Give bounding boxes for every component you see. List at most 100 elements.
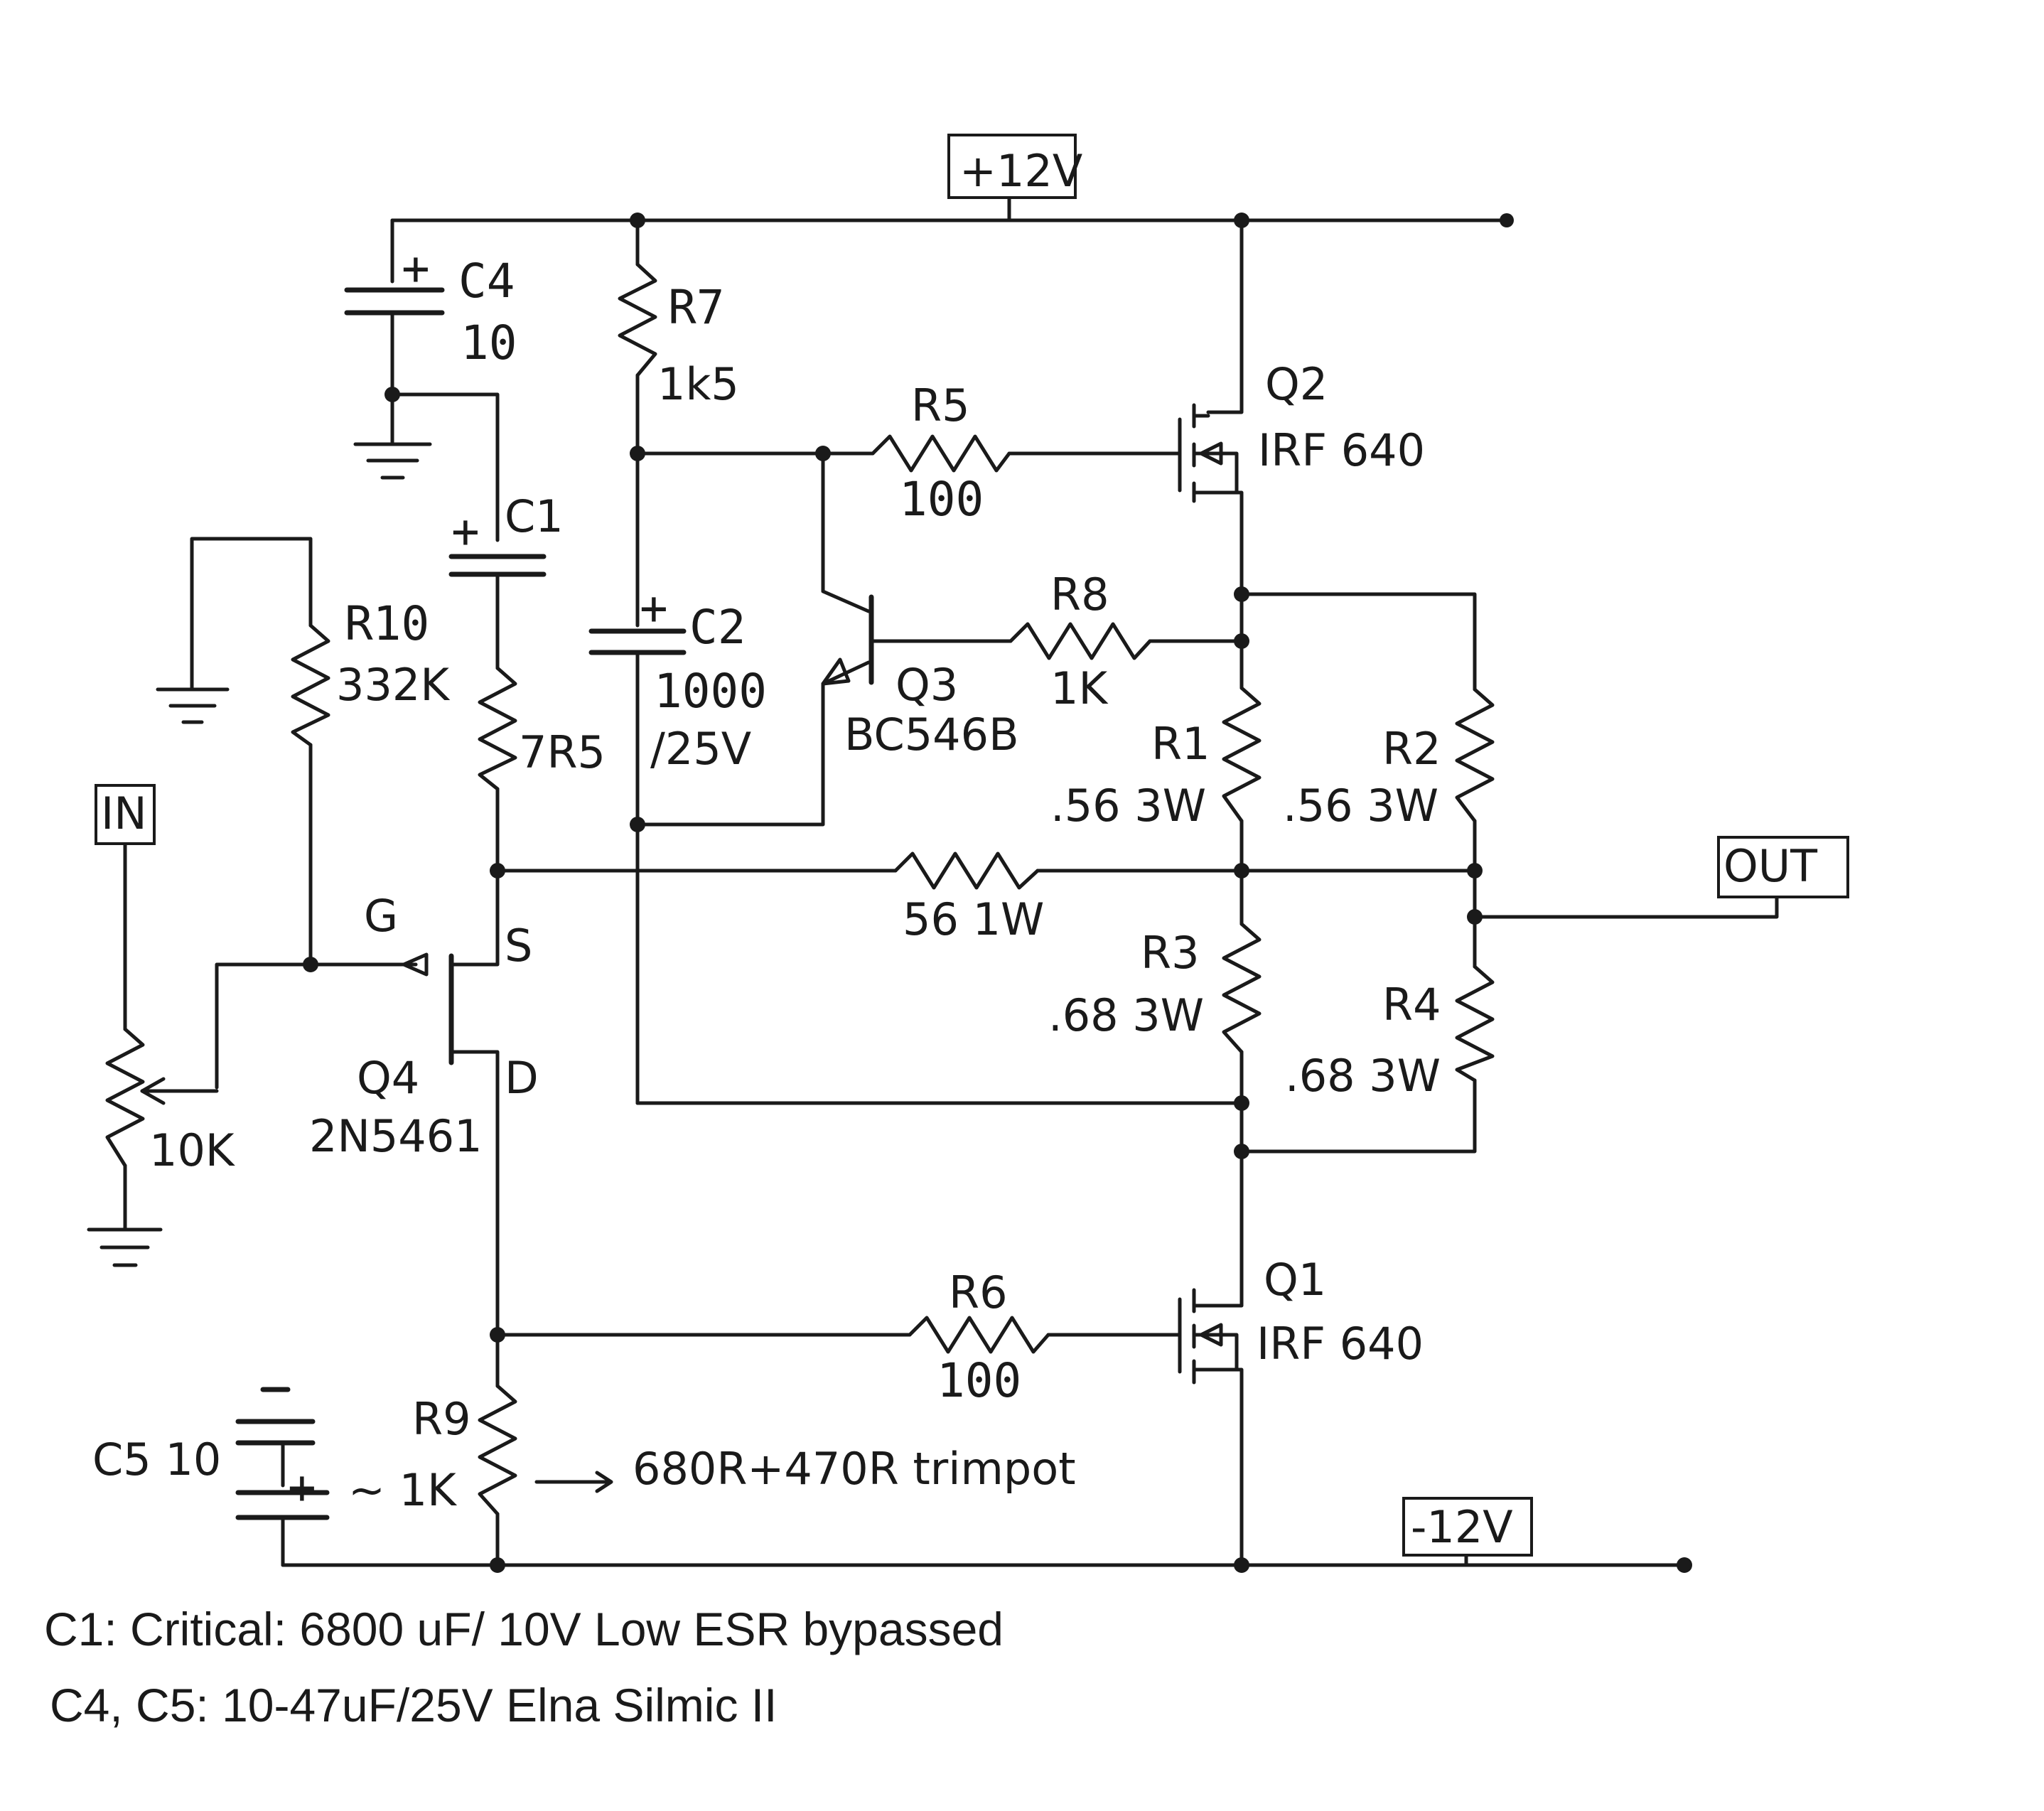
resistor-r5 — [871, 434, 1011, 473]
q2-part: IRF 640 — [1258, 424, 1425, 476]
resistors — [105, 262, 1495, 1516]
resistor-7r5 — [478, 666, 517, 791]
q4-gate-label: G — [364, 890, 398, 942]
q1-part: IRF 640 — [1257, 1318, 1424, 1370]
positive-rail-box — [947, 134, 1077, 199]
ground-symbol-c4 — [353, 442, 432, 480]
resistor-r1 — [1222, 686, 1262, 823]
transistor-q1 — [1178, 1288, 1239, 1385]
q2-arrow-icon — [1199, 441, 1223, 466]
r10-value: 332K — [336, 659, 450, 711]
r3-ref: R3 — [1141, 927, 1200, 979]
potentiometer-10k — [105, 1027, 145, 1168]
resistor-r9 — [478, 1384, 517, 1516]
q3-ref: Q3 — [895, 659, 958, 711]
q2-ref: Q2 — [1265, 358, 1328, 410]
c4-polarity: + — [402, 241, 430, 296]
wire-q3-collector — [821, 451, 871, 613]
r7-value: 1k5 — [657, 358, 739, 410]
resistor-feedback — [893, 851, 1040, 890]
wire-r10-ground — [190, 537, 313, 690]
capacitors — [235, 287, 687, 1520]
c2-ref: C2 — [689, 600, 746, 655]
wire-source-node-to-s — [449, 869, 500, 967]
q3-part: BC546B — [844, 709, 1019, 761]
wire-r4-down — [1239, 1078, 1477, 1154]
q1-arrow-icon — [1199, 1323, 1223, 1347]
c1-polarity: + — [451, 504, 480, 559]
wires — [123, 194, 1779, 1567]
c5-ref-value: C5 10 — [92, 1434, 221, 1485]
transistor-q2 — [1178, 403, 1239, 503]
r5-value: 100 — [899, 472, 984, 527]
r9-value: ~ 1K — [348, 1464, 457, 1516]
r6-value: 100 — [937, 1353, 1021, 1408]
q4-drain-label: D — [505, 1052, 539, 1104]
resistor-r2 — [1455, 687, 1495, 823]
c2-value: 1000 — [654, 664, 767, 719]
r3-value: .68 3W — [1048, 989, 1204, 1041]
q4-ref: Q4 — [357, 1052, 419, 1104]
c2-rating: /25V — [650, 723, 751, 775]
input-port-box — [95, 784, 156, 845]
c2-polarity: + — [640, 581, 668, 635]
q4-arrow-icon — [402, 952, 429, 977]
q4-source-label: S — [505, 920, 532, 972]
potentiometer-wiper-arrow — [140, 1077, 166, 1105]
wire-q2-drain — [1206, 218, 1244, 414]
resistor-r3 — [1222, 922, 1262, 1054]
input-port-label: IN — [101, 788, 147, 839]
resistor-r4 — [1455, 964, 1495, 1082]
transistor-q3 — [821, 594, 874, 686]
r-feedback-value: 56 1W — [903, 893, 1044, 945]
r1-ref: R1 — [1151, 718, 1210, 770]
r10-ref: R10 — [345, 596, 429, 651]
wire-gate — [215, 962, 418, 1090]
c1-ref: C1 — [505, 490, 564, 542]
note-line-2: C4, C5: 10-47uF/25V Elna Silmic II — [50, 1679, 777, 1731]
q4-part: 2N5461 — [309, 1110, 483, 1162]
r5-ref: R5 — [911, 380, 970, 431]
resistor-r10 — [291, 623, 330, 747]
pot-value: 10K — [149, 1124, 235, 1176]
resistor-r8 — [1008, 622, 1152, 660]
wire-q4-drain — [449, 1050, 500, 1337]
grounds — [87, 442, 432, 1267]
ground-symbol-r10 — [156, 687, 230, 724]
wire-q2-source — [1206, 490, 1244, 596]
c4-ref: C4 — [458, 254, 515, 308]
wire-r1r2-top — [1239, 592, 1477, 692]
transistor-q4 — [402, 952, 454, 1065]
r4-ref: R4 — [1382, 979, 1441, 1031]
r2-ref: R2 — [1382, 723, 1441, 775]
wire-q1-source — [1206, 1367, 1244, 1567]
r8-ref: R8 — [1050, 569, 1109, 620]
resistor-r7 — [618, 262, 657, 377]
junction-dots — [303, 213, 1692, 1573]
negative-rail-label: -12V — [1411, 1501, 1513, 1553]
r2-value: .56 3W — [1283, 780, 1438, 832]
q3-arrow-icon — [821, 657, 851, 686]
r6-ref: R6 — [949, 1267, 1008, 1318]
c4-value: 10 — [461, 316, 517, 370]
positive-rail-label: +12V — [959, 145, 1082, 197]
r7-ref: R7 — [668, 280, 724, 335]
r4-value: .68 3W — [1285, 1050, 1441, 1102]
r1-value: .56 3W — [1050, 780, 1206, 832]
q1-ref: Q1 — [1264, 1254, 1326, 1306]
r-7r5-value: 7R5 — [519, 726, 606, 778]
r9-note-arrow-icon — [534, 1471, 613, 1493]
output-port-label: OUT — [1723, 840, 1818, 892]
resistor-r6 — [908, 1316, 1050, 1354]
output-port-box — [1717, 836, 1849, 898]
c5-plus: + — [288, 1460, 316, 1515]
ground-symbol-pot — [87, 1227, 163, 1267]
wire-c4-to-c1 — [390, 392, 500, 542]
note-line-1: C1: Critical: 6800 uF/ 10V Low ESR bypas… — [44, 1603, 1004, 1655]
r9-note: 680R+470R trimpot — [633, 1443, 1076, 1495]
negative-rail-box — [1402, 1497, 1533, 1557]
r8-value: 1K — [1050, 662, 1108, 714]
wire-out — [1473, 895, 1779, 919]
wire-q1-drain — [1206, 1149, 1244, 1308]
